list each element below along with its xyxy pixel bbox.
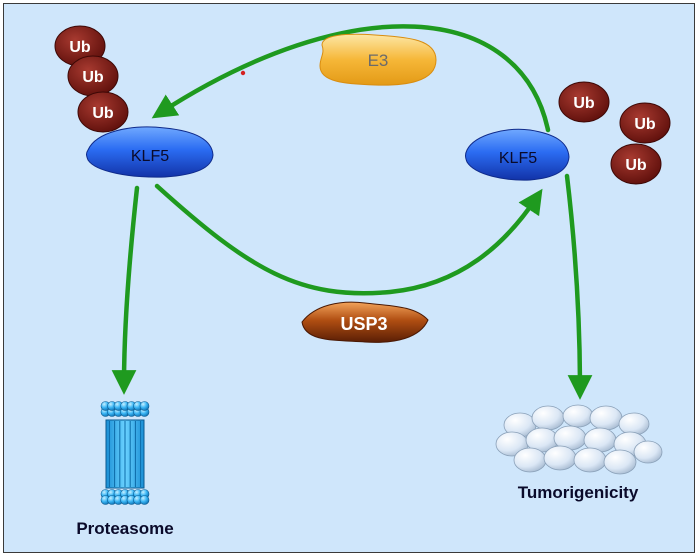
ub-label: Ub — [573, 95, 595, 112]
ubiquitination-arrow — [151, 24, 551, 133]
ubiquitin: Ub — [619, 102, 671, 144]
tumor-cell — [618, 412, 650, 436]
tumor-cell — [573, 447, 607, 473]
proteasome-label: Proteasome — [76, 519, 173, 538]
degradation-arrow — [111, 185, 140, 395]
tumor-cell — [633, 440, 663, 464]
ubiquitin: Ub — [558, 81, 610, 123]
ubiquitin: Ub — [67, 55, 119, 97]
ub-label: Ub — [634, 116, 656, 133]
ub-label: Ub — [625, 157, 647, 174]
proteasome-bead — [139, 495, 150, 505]
tumor-cell — [562, 404, 594, 428]
arrows — [111, 24, 593, 400]
tumor-cells-icon — [495, 404, 663, 475]
proteasome-bead — [139, 401, 150, 411]
tumorigenicity-arrow — [564, 173, 593, 400]
ub-label: Ub — [92, 105, 114, 122]
e3-label: E3 — [368, 51, 389, 70]
klf5-right: KLF5 — [465, 128, 570, 181]
ub-label: Ub — [69, 39, 91, 56]
ubiquitin-right-group: Ub Ub Ub — [558, 81, 671, 185]
deubiquitination-arrow — [154, 183, 543, 296]
tumor-cell — [513, 447, 547, 473]
klf5-left-label: KLF5 — [131, 148, 169, 165]
ub-label: Ub — [82, 69, 104, 86]
tumor-cell — [589, 405, 623, 431]
e3-ligase: E3 — [319, 33, 437, 86]
ubiquitin-left-group: Ub Ub Ub — [54, 25, 129, 133]
marker-dot — [240, 70, 246, 76]
ubiquitin: Ub — [610, 143, 662, 185]
klf5-right-label: KLF5 — [499, 150, 537, 167]
tumor-cell — [603, 449, 637, 475]
tumor-cell — [543, 445, 577, 471]
tumorigenicity-label: Tumorigenicity — [518, 483, 639, 502]
klf5-left: KLF5 — [86, 126, 214, 178]
proteasome-icon — [100, 401, 150, 505]
ubiquitin: Ub — [77, 91, 129, 133]
usp3-enzyme: USP3 — [301, 301, 429, 343]
usp3-label: USP3 — [340, 314, 387, 334]
tumor-cell — [531, 405, 565, 431]
